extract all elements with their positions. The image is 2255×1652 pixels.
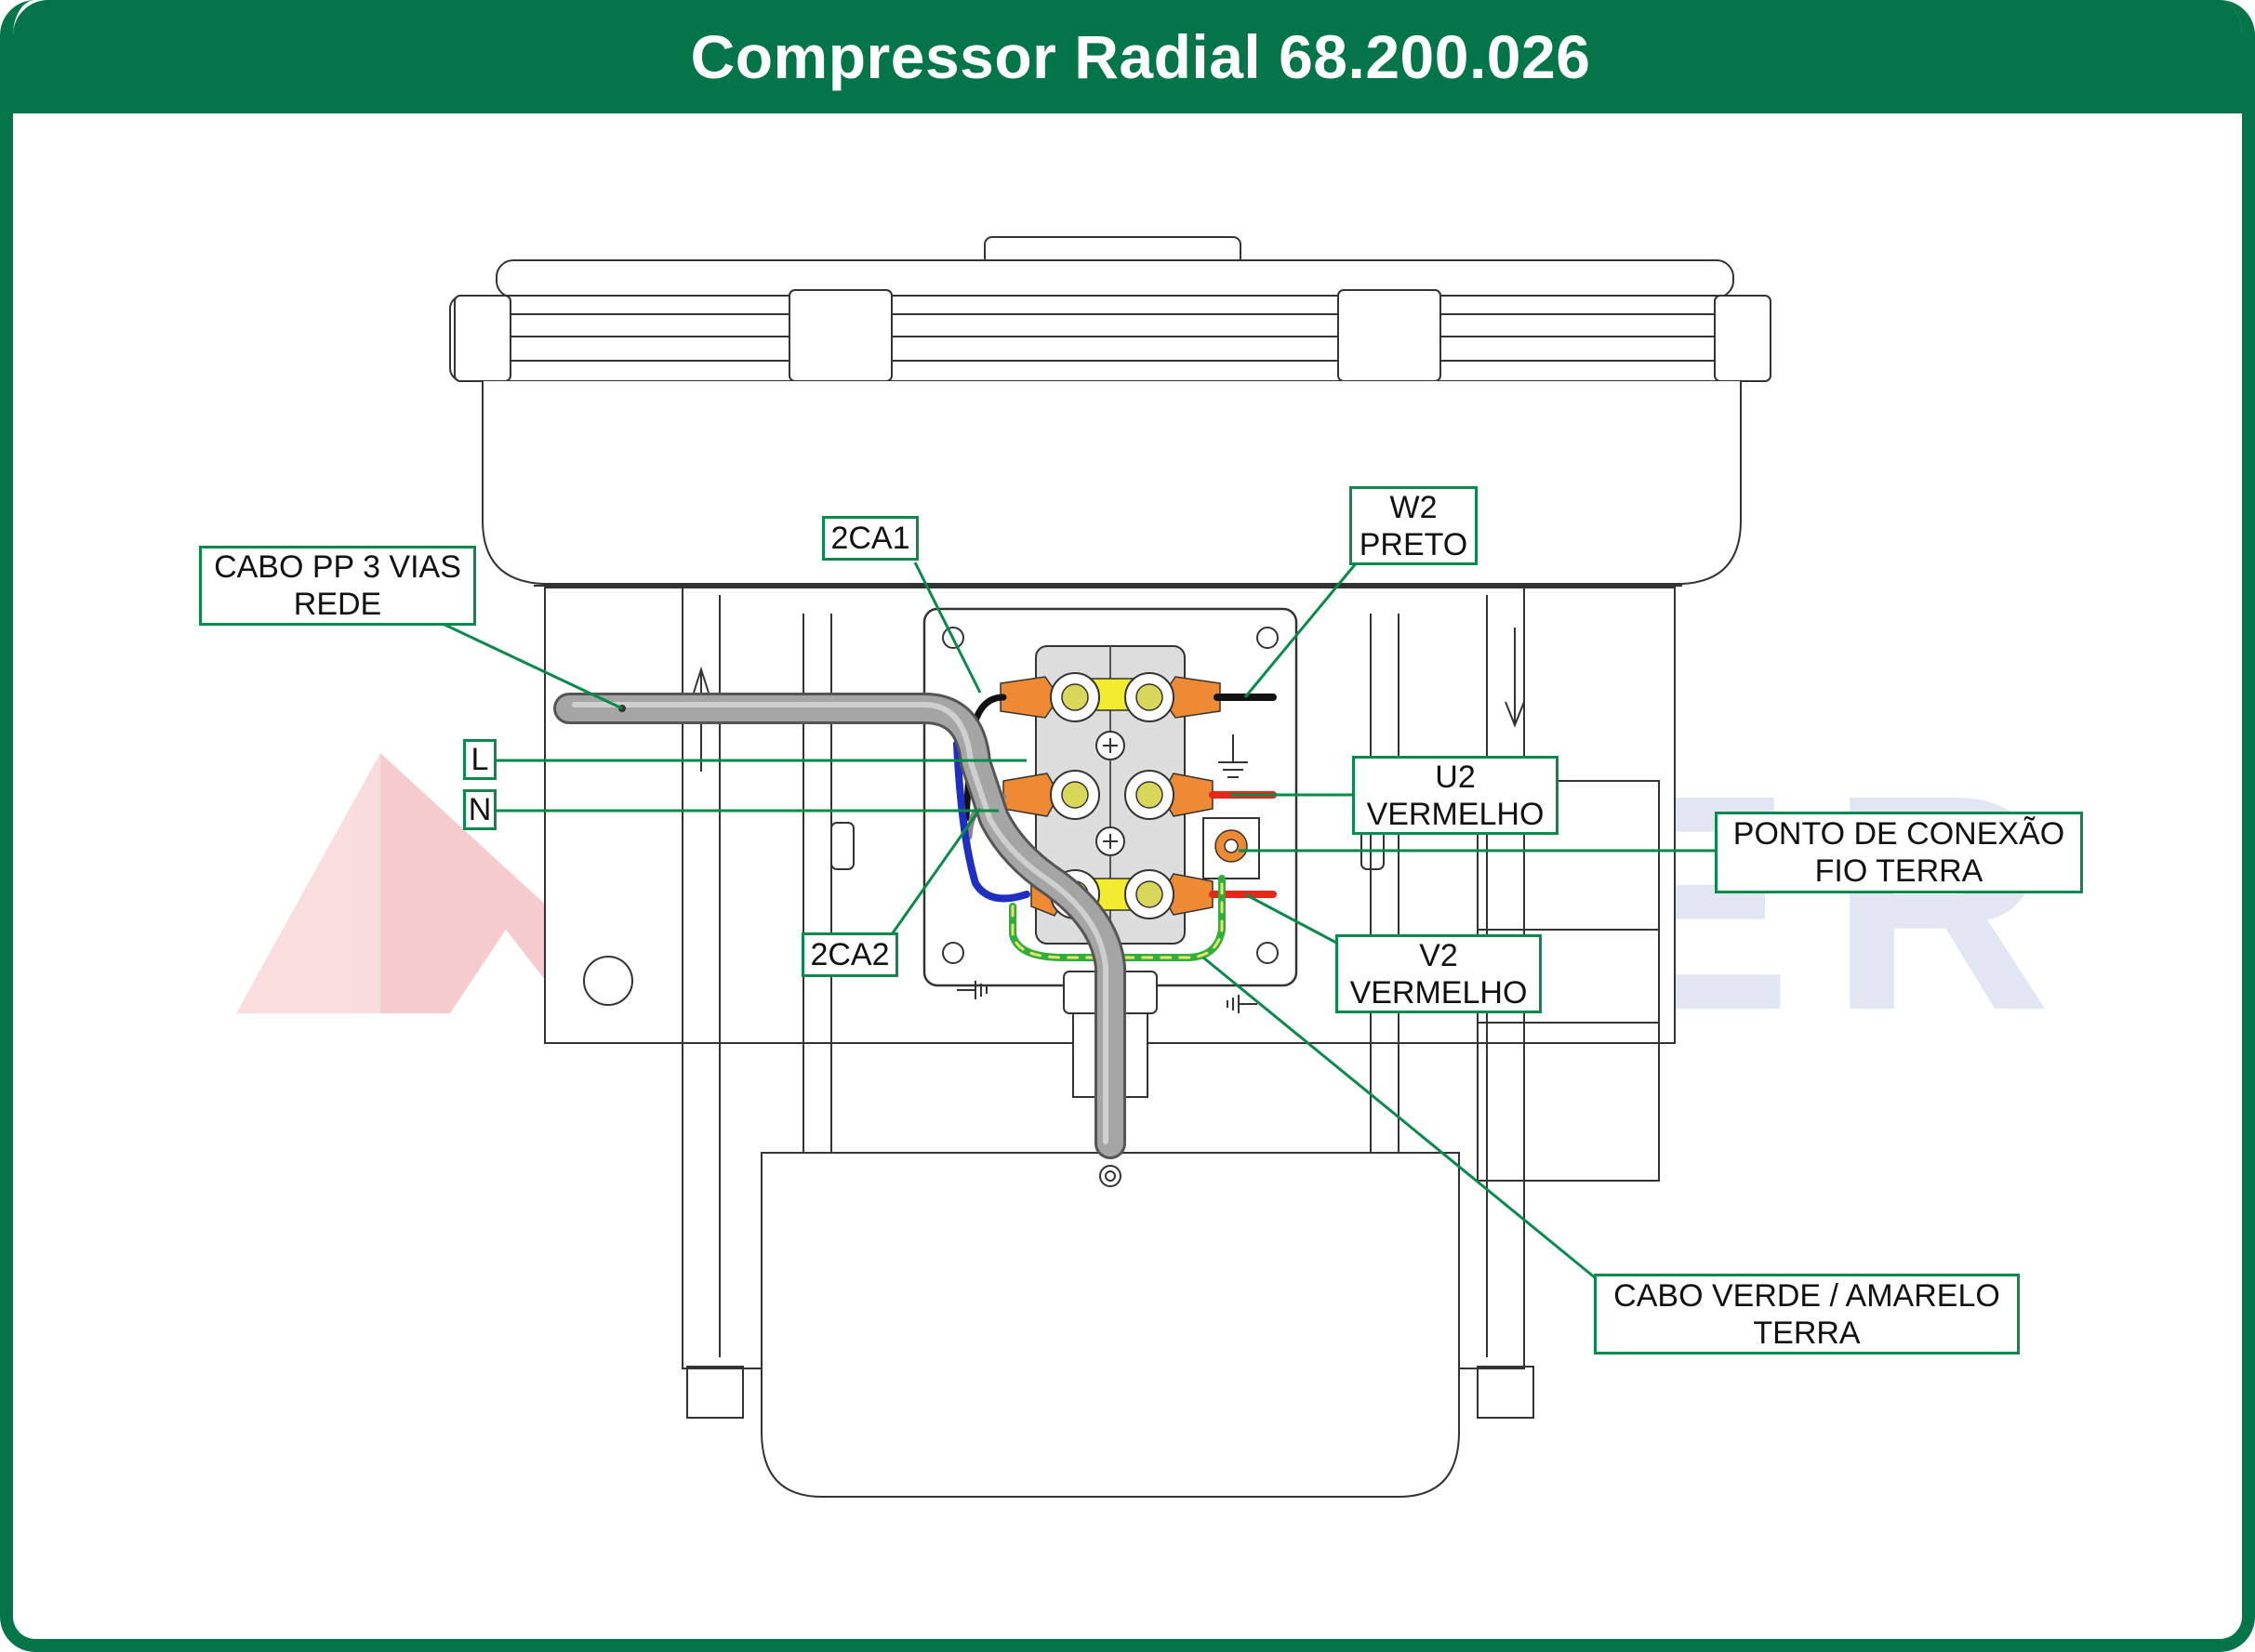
ground-symbol-icon (1227, 995, 1257, 1013)
callout-v2-line1: V2 (1419, 937, 1458, 973)
page-title: Compressor Radial 68.200.026 (690, 22, 1591, 91)
title-bar: Compressor Radial 68.200.026 (13, 0, 2242, 113)
callout-w2-preto: W2 PRETO (1349, 486, 1478, 565)
callout-2ca1-label: 2CA1 (830, 521, 910, 556)
callout-ponto-conexao-terra: PONTO DE CONEXÃO FIO TERRA (1715, 812, 2083, 893)
compressor-cover (449, 236, 1771, 587)
callout-v2-line2: VERMELHO (1349, 974, 1528, 1011)
callout-cabo-pp-line1: CABO PP 3 VIAS (214, 549, 461, 585)
callout-l-label: L (471, 742, 489, 777)
callout-n: N (463, 789, 497, 830)
callout-terra-point-line1: PONTO DE CONEXÃO (1732, 816, 2065, 852)
screw-icon (1095, 826, 1125, 856)
callout-u2-vermelho: U2 VERMELHO (1352, 756, 1559, 835)
ground-symbol-icon (1218, 734, 1248, 778)
callout-green-cable-line2: TERRA (1753, 1315, 1861, 1351)
ground-symbol-icon (957, 981, 988, 999)
callout-w2-line1: W2 (1389, 489, 1438, 525)
callout-2ca2-label: 2CA2 (810, 937, 890, 972)
callout-terra-point-line2: FIO TERRA (1814, 853, 1983, 889)
callout-n-label: N (468, 792, 492, 827)
callout-u2-line2: VERMELHO (1366, 796, 1545, 832)
callout-u2-line1: U2 (1435, 759, 1476, 795)
callout-cabo-pp-line2: REDE (293, 587, 382, 622)
callout-2ca2: 2CA2 (802, 932, 898, 977)
callout-cabo-verde-amarelo: CABO VERDE / AMARELO TERRA (1594, 1274, 2020, 1355)
callout-v2-vermelho: V2 VERMELHO (1335, 934, 1542, 1013)
callout-l: L (463, 739, 497, 780)
callout-2ca1: 2CA1 (822, 516, 919, 561)
terminal-box (922, 607, 1298, 1098)
wire-blue-n (953, 740, 1030, 903)
callout-cabo-pp-3-vias: CABO PP 3 VIAS REDE (199, 546, 476, 626)
terminal-nuts (1050, 672, 1174, 919)
wires (553, 693, 1277, 1159)
callout-green-cable-line1: CABO VERDE / AMARELO (1613, 1277, 2000, 1314)
callout-w2-line2: PRETO (1359, 526, 1468, 562)
screw-icon (1095, 731, 1125, 760)
leader-lines (440, 562, 1715, 1280)
